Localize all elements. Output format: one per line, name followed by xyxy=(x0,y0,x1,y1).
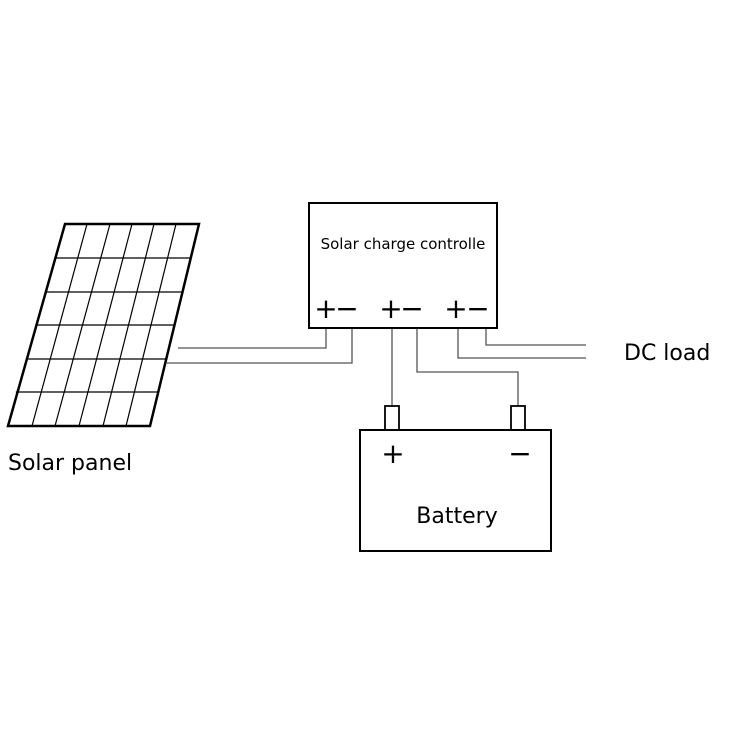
panel-wires xyxy=(166,328,353,364)
controller-terminal-solar: + − xyxy=(314,292,358,325)
battery-negative-post xyxy=(510,405,526,431)
terminal-minus-symbol: − xyxy=(335,292,358,325)
terminal-plus-symbol: + xyxy=(379,292,402,325)
battery-wires xyxy=(391,328,519,406)
terminal-minus-symbol: − xyxy=(400,292,423,325)
charge-controller-label: Solar charge controlle xyxy=(321,235,486,253)
battery: + − Battery xyxy=(359,405,552,552)
solar-panel-label: Solar panel xyxy=(8,451,132,476)
terminal-plus-symbol: + xyxy=(444,292,467,325)
battery-negative-wire xyxy=(416,328,519,406)
terminal-minus-symbol: − xyxy=(466,292,489,325)
solar-panel-grid xyxy=(15,223,191,427)
battery-plus-symbol: + xyxy=(381,437,404,470)
charge-controller-box xyxy=(308,202,498,329)
battery-box xyxy=(359,429,552,552)
controller-terminal-battery: + − xyxy=(379,292,423,325)
panel-positive-wire xyxy=(178,328,327,349)
dc-load-label: DC load xyxy=(624,341,710,366)
controller-terminal-load: + − xyxy=(444,292,489,325)
load-wires xyxy=(457,328,586,359)
load-negative-wire xyxy=(485,328,586,346)
charge-controller: Solar charge controlle + − + − + − xyxy=(308,202,498,329)
solar-panel xyxy=(6,222,201,428)
load-positive-wire xyxy=(457,328,586,359)
battery-label: Battery xyxy=(416,504,497,529)
battery-positive-post xyxy=(384,405,400,431)
battery-minus-symbol: − xyxy=(508,437,531,470)
panel-negative-wire xyxy=(166,328,353,364)
terminal-plus-symbol: + xyxy=(314,292,337,325)
